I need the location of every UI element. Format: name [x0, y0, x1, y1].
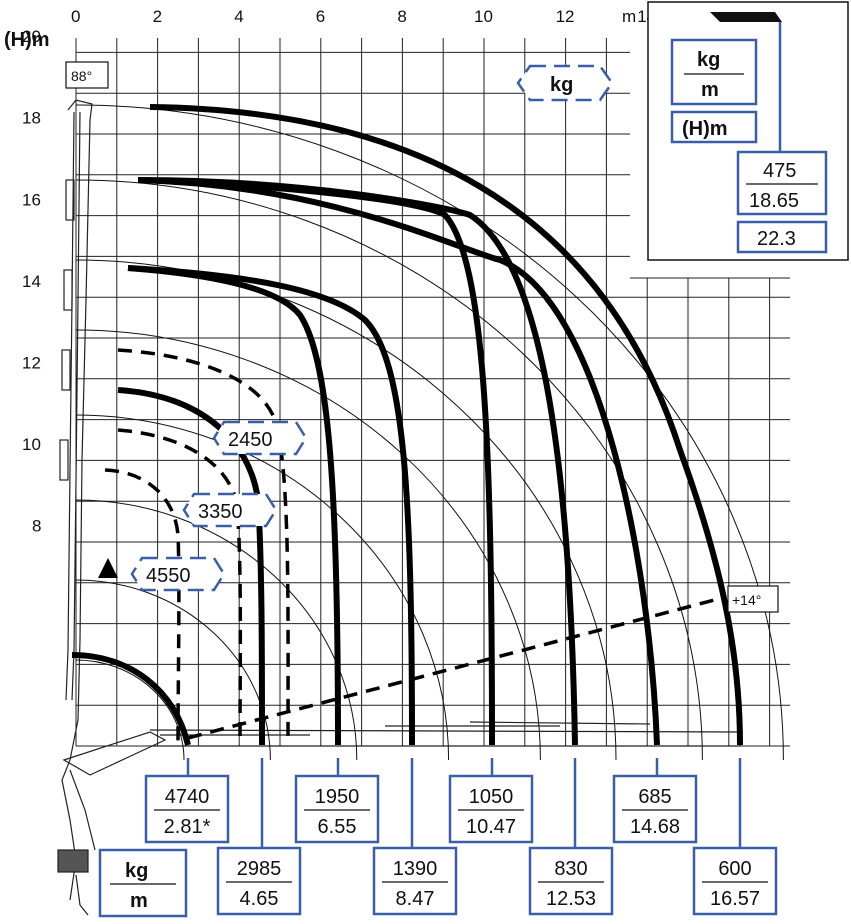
load-curve-8: [71, 652, 191, 746]
capacity-box: 600 16.57: [692, 758, 778, 916]
load-curve-5: [127, 265, 415, 746]
svg-text:+14°: +14°: [732, 592, 761, 608]
capacity-badges: 2450 3350 4550: [130, 420, 308, 592]
y-axis-label: (H)m: [4, 29, 50, 51]
capacity-box: 4740 2.81*: [144, 758, 230, 844]
capacity-kg: 2985: [237, 858, 282, 880]
capacity-kg: 685: [638, 786, 671, 808]
warning-triangle-icon: [98, 558, 118, 578]
capacity-box: 1950 6.55: [294, 758, 380, 844]
capacity-reach: 4.65: [240, 888, 279, 910]
x-tick-label: 0: [71, 7, 80, 26]
y-tick-label: 18: [22, 109, 41, 128]
load-curve-3: [137, 177, 578, 746]
capacity-badge: 2450: [212, 420, 308, 456]
reach-arc: [75, 659, 185, 761]
reach-arc: [75, 414, 450, 761]
y-tick-label: 8: [32, 517, 41, 536]
capacity-reach: 8.47: [396, 888, 435, 910]
angle-14-label: +14°: [727, 585, 779, 613]
svg-text:kg: kg: [697, 49, 720, 71]
load-curves: [71, 104, 743, 746]
x-tick-label: 2: [153, 7, 162, 26]
y-tick-label: 14: [22, 272, 41, 291]
capacity-box: 1050 10.47: [448, 758, 534, 844]
reach-arc: [75, 579, 271, 761]
capacity-box: 2985 4.65: [216, 758, 302, 916]
y-tick-label: 16: [22, 190, 41, 209]
capacity-badge: 3350: [182, 492, 278, 528]
svg-text:88°: 88°: [71, 68, 92, 84]
capacity-reach: 6.55: [318, 816, 357, 838]
svg-text:m: m: [130, 890, 148, 912]
dashed-curve-3: [104, 468, 181, 746]
capacity-box: 1390 8.47: [372, 758, 458, 916]
capacity-box: 685 14.68: [612, 758, 698, 844]
reach-arc: [75, 179, 703, 761]
chart-grid: [75, 38, 790, 747]
capacity-badge-label: 3350: [198, 501, 243, 523]
capacity-box: 830 12.53: [528, 758, 614, 916]
capacity-kg: 4740: [165, 786, 210, 808]
capacity-badge: 4550: [130, 556, 226, 592]
capacity-kg: 1390: [393, 858, 438, 880]
load-curve-4: [137, 177, 495, 746]
capacity-kg: 600: [718, 858, 751, 880]
load-curve-1: [149, 104, 743, 746]
x-tick-label: 4: [234, 7, 243, 26]
capacity-kg: 1950: [315, 786, 360, 808]
reach-arc: [75, 499, 358, 761]
x-tick-label: 10: [474, 7, 493, 26]
y-tick-label: 12: [22, 353, 41, 372]
capacity-reach: 14.68: [630, 816, 680, 838]
capacity-reach: 12.53: [546, 888, 596, 910]
tilt-line: [187, 596, 723, 740]
bottom-legend: kg m: [98, 848, 188, 918]
svg-text:475: 475: [763, 160, 796, 182]
y-tick-label: 10: [22, 435, 41, 454]
x-axis-unit: m: [622, 7, 636, 26]
load-curve-6: [127, 265, 341, 746]
svg-text:(H)m: (H)m: [682, 118, 728, 140]
svg-text:18.65: 18.65: [749, 190, 799, 212]
x-tick-label: 12: [556, 7, 575, 26]
capacity-kg: 830: [554, 858, 587, 880]
legend-panel: kg m (H)m 475 18.65 22.3: [647, 1, 849, 261]
bottom-capacity-boxes: 4740 2.81* 2985 4.65 1950 6.55 1390 8.47 1050 10.…: [144, 758, 778, 916]
svg-text:m: m: [701, 79, 719, 101]
capacity-kg: 1050: [469, 786, 514, 808]
boom-tip-icon: [710, 12, 782, 22]
x-tick-label: 6: [316, 7, 325, 26]
y-axis-ticks: 20 18 16 14 12 10 8: [22, 27, 41, 536]
svg-text:22.3: 22.3: [757, 228, 796, 250]
capacity-badge-label: 4550: [146, 565, 191, 587]
capacity-badge-label: 2450: [228, 429, 273, 451]
capacity-reach: 16.57: [710, 888, 760, 910]
capacity-reach: 2.81*: [164, 816, 211, 838]
svg-text:kg: kg: [125, 860, 148, 882]
x-tick-label: 8: [397, 7, 406, 26]
angle-88-label: 88°: [65, 61, 109, 89]
crane-boom-illustration: [57, 99, 741, 916]
y-tick-label: 20: [22, 27, 41, 46]
svg-text:kg: kg: [550, 74, 573, 96]
capacity-reach: 10.47: [466, 816, 516, 838]
kg-badge: kg: [516, 64, 614, 102]
